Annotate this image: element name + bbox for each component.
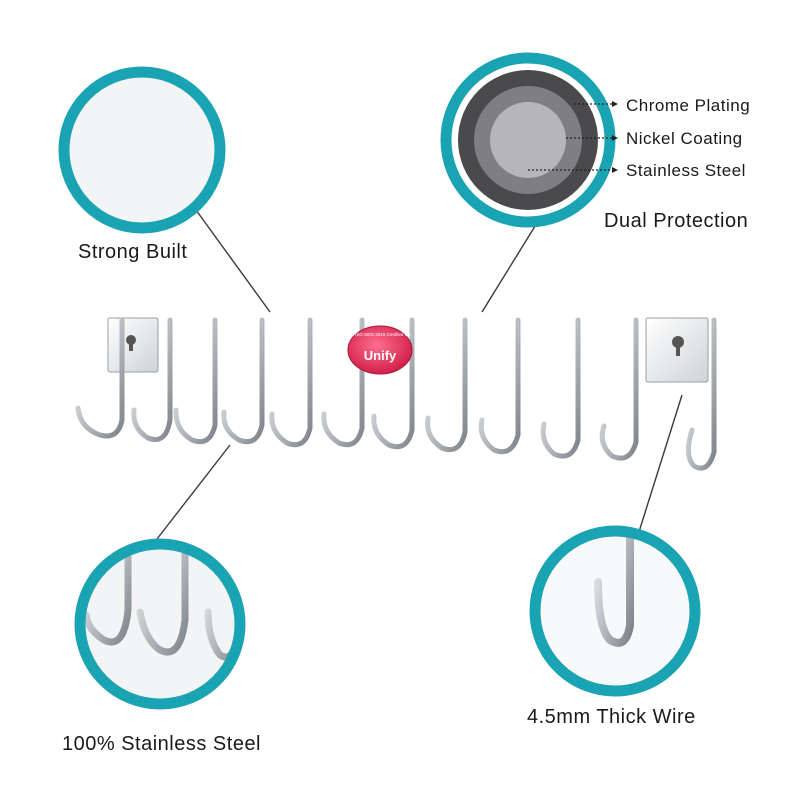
detail-circle-single-hook — [529, 525, 701, 697]
leader-thick-wire — [637, 394, 683, 536]
layer-label-chrome: Chrome Plating — [626, 96, 751, 115]
brand-logo-text: Unify — [364, 348, 397, 363]
callout-strong-built: Strong Built — [78, 241, 188, 263]
brand-cert-text: An ISO 9001:2015 Certified Co. — [348, 332, 411, 337]
callout-dual-protection: Dual Protection — [604, 210, 749, 232]
leader-stainless-steel — [149, 444, 231, 549]
stainless-layer — [490, 102, 566, 178]
detail-circle-hooks — [74, 538, 246, 710]
detail-circle-layers — [440, 52, 618, 228]
layer-label-nickel: Nickel Coating — [626, 129, 743, 148]
detail-circle-grid — [58, 66, 226, 234]
layer-label-stainless: Stainless Steel — [626, 161, 746, 180]
callout-thick-wire: 4.5mm Thick Wire — [527, 706, 696, 728]
brand-badge: Unify An ISO 9001:2015 Certified Co. — [347, 325, 413, 375]
hook-rail-product: Unify An ISO 9001:2015 Certified Co. — [75, 317, 725, 471]
hooks — [75, 317, 717, 471]
leader-strong-built — [195, 209, 271, 313]
callout-stainless-steel: 100% Stainless Steel — [62, 733, 262, 755]
